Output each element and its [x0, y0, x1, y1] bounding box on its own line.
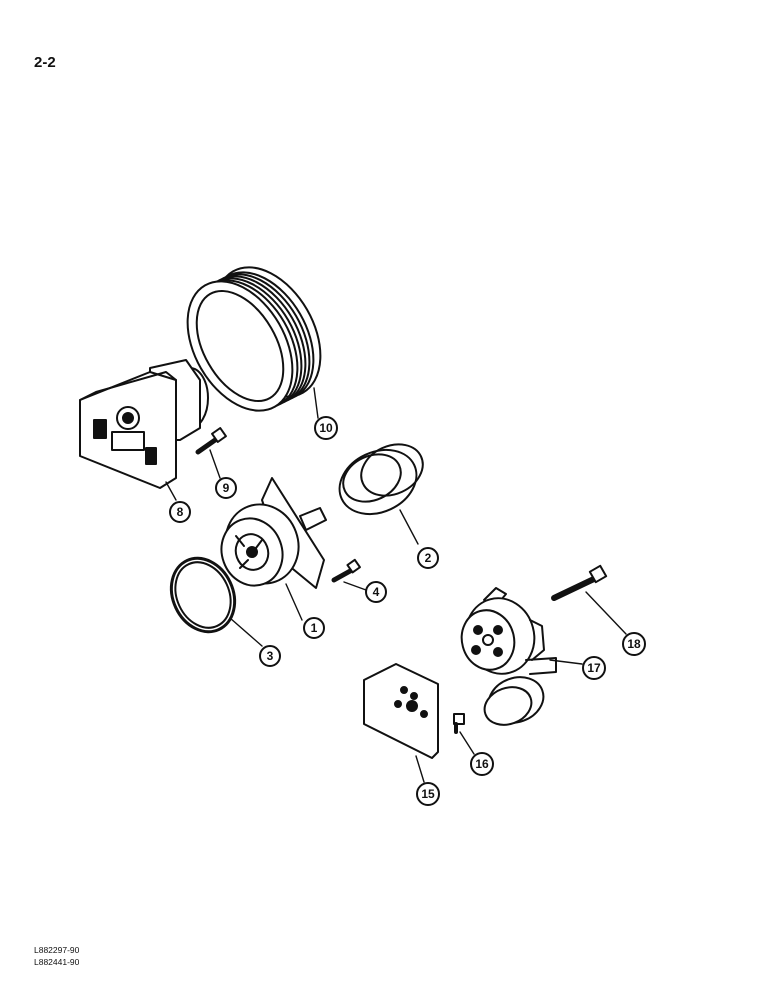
leader-lines [165, 387, 627, 783]
callout-9: 9 [215, 477, 237, 499]
reference-code: L882441-90 [34, 957, 80, 967]
reference-code: L882297-90 [34, 945, 80, 955]
bolt-18-drawing [551, 564, 608, 601]
plate-drawing [363, 663, 439, 759]
water-pump-drawing [220, 477, 327, 589]
bolt-4-drawing [331, 558, 361, 583]
callout-label-8: 8 [177, 505, 184, 519]
callout-label-4: 4 [373, 585, 380, 599]
callout-15: 15 [416, 782, 440, 806]
callout-8: 8 [169, 501, 191, 523]
pump-housing-drawing [79, 359, 209, 489]
bolt-9-drawing [195, 427, 227, 455]
callout-18: 18 [622, 632, 646, 656]
callout-2: 2 [417, 547, 439, 569]
callout-label-15: 15 [421, 787, 435, 801]
callout-17: 17 [582, 656, 606, 680]
callout-label-3: 3 [267, 649, 274, 663]
callout-1: 1 [303, 617, 325, 639]
belt-tensioner-drawing [460, 587, 557, 726]
callout-3: 3 [259, 645, 281, 667]
callout-4: 4 [365, 581, 387, 603]
callout-label-16: 16 [475, 757, 489, 771]
pulley-drawing [186, 266, 322, 412]
callout-label-1: 1 [311, 621, 318, 635]
callout-label-17: 17 [587, 661, 601, 675]
spacer-drawing [338, 443, 424, 516]
callout-label-2: 2 [425, 551, 432, 565]
reference-codes: L882297-90 L882441-90 [34, 944, 79, 968]
callout-16: 16 [470, 752, 494, 776]
callout-label-18: 18 [627, 637, 641, 651]
bolt-16-drawing [453, 713, 465, 734]
callout-10: 10 [314, 416, 338, 440]
callout-label-10: 10 [319, 421, 333, 435]
page-number: 2-2 [34, 54, 56, 71]
o-ring-drawing [169, 556, 237, 634]
callout-label-9: 9 [223, 481, 230, 495]
